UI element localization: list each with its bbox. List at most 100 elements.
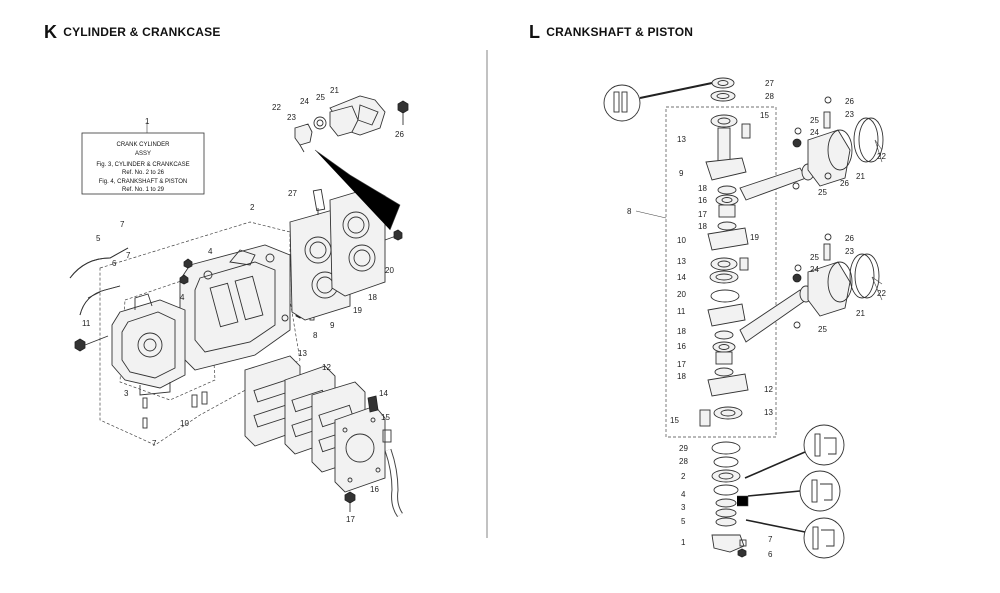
callout-k-23: 23 [287, 113, 296, 122]
callout-l-13a: 13 [677, 135, 686, 144]
callout-l-21b: 21 [856, 309, 865, 318]
callout-k-18: 18 [368, 293, 377, 302]
callout-l-25c: 25 [810, 253, 819, 262]
callout-l-28: 28 [765, 92, 774, 101]
callout-k-4a: 4 [208, 247, 213, 256]
exhaust-covers [244, 355, 403, 518]
callout-k-26: 26 [395, 130, 404, 139]
section-l-callouts: 27 28 13 15 9 18 16 17 18 10 19 13 14 20… [627, 79, 886, 559]
callout-k-11: 11 [82, 319, 91, 328]
callout-l-24a: 24 [810, 128, 819, 137]
label-line-6: Ref. No. 1 to 29 [122, 187, 165, 193]
callout-l-21a: 21 [856, 172, 865, 181]
callout-l-26a: 26 [845, 97, 854, 106]
callout-k-13a: 13 [298, 349, 307, 358]
crank-cover [111, 293, 186, 396]
label-line-2: ASSY [135, 151, 151, 157]
callout-l-26c: 26 [845, 234, 854, 243]
thermostat-assembly [294, 95, 409, 231]
callout-l-29: 29 [679, 444, 688, 453]
lower-bearing-stack [711, 441, 747, 558]
callout-l-16b: 16 [677, 342, 686, 351]
callout-l-19: 19 [750, 233, 759, 242]
breather-hoses [69, 247, 129, 316]
seal-detail-bottom [737, 424, 845, 559]
callout-k-20: 20 [385, 266, 394, 275]
callout-l-2: 2 [681, 472, 686, 481]
callout-l-20: 20 [677, 290, 686, 299]
callout-l-12: 12 [764, 385, 773, 394]
callout-k-17: 17 [346, 515, 355, 524]
crankcase-block [179, 244, 291, 371]
callout-k-9: 9 [330, 321, 335, 330]
callout-k-7b: 7 [126, 251, 131, 260]
callout-l-3: 3 [681, 503, 686, 512]
callout-l-22a: 22 [877, 152, 886, 161]
callout-l-4: 4 [681, 490, 686, 499]
callout-k-8: 8 [313, 331, 318, 340]
callout-k-15: 15 [381, 413, 390, 422]
callout-l-25b: 25 [818, 188, 827, 197]
section-title-cylinder-crankcase: K CYLINDER & CRANKCASE [44, 22, 221, 43]
callout-k-7c: 7 [152, 439, 157, 448]
section-letter-l: L [529, 22, 541, 42]
callout-k-14: 14 [379, 389, 388, 398]
callout-l-8: 8 [627, 207, 632, 216]
callout-l-11: 11 [677, 307, 686, 316]
callout-k-5: 5 [96, 234, 101, 243]
callout-l-22b: 22 [877, 289, 886, 298]
callout-l-18a: 18 [698, 184, 707, 193]
callout-l-17a: 17 [698, 210, 707, 219]
seal-detail-top [603, 82, 713, 122]
cylinder-head [289, 187, 403, 321]
connecting-rod-lower [739, 233, 880, 343]
section-k-drawing: CRANK CYLINDER ASSY Fig. 3, CYLINDER & C… [69, 86, 409, 524]
callout-l-13b: 13 [677, 257, 686, 266]
section-k-callouts: 1 2 3 4 4 5 6 7 7 7 8 9 10 11 12 13 14 1… [82, 86, 404, 524]
section-k-title-text: CYLINDER & CRANKCASE [63, 25, 221, 39]
callout-l-28b: 28 [679, 457, 688, 466]
callout-l-24b: 24 [810, 265, 819, 274]
callout-l-25d: 25 [818, 325, 827, 334]
callout-l-23b: 23 [845, 247, 854, 256]
section-l-drawing: 27 28 13 15 9 18 16 17 18 10 19 13 14 20… [603, 77, 886, 559]
callout-l-17b: 17 [677, 360, 686, 369]
callout-k-1: 1 [145, 117, 150, 126]
callout-k-10: 10 [180, 419, 189, 428]
callout-l-15b: 15 [670, 416, 679, 425]
label-line-1: CRANK CYLINDER [116, 142, 170, 148]
callout-l-23a: 23 [845, 110, 854, 119]
callout-l-18b: 18 [698, 222, 707, 231]
callout-l-18c: 18 [677, 327, 686, 336]
callout-k-25: 25 [316, 93, 325, 102]
callout-k-3: 3 [124, 389, 129, 398]
label-line-4: Ref. No. 2 to 26 [122, 170, 165, 176]
callout-l-10: 10 [677, 236, 686, 245]
callout-l-18d: 18 [677, 372, 686, 381]
callout-k-6: 6 [112, 259, 117, 268]
callout-k-19: 19 [353, 306, 362, 315]
callout-l-27: 27 [765, 79, 774, 88]
callout-k-21: 21 [330, 86, 339, 95]
callout-l-25a: 25 [810, 116, 819, 125]
callout-l-5: 5 [681, 517, 686, 526]
callout-k-22: 22 [272, 103, 281, 112]
callout-k-24: 24 [300, 97, 309, 106]
callout-l-1: 1 [681, 538, 686, 547]
callout-l-14: 14 [677, 273, 686, 282]
section-letter-k: K [44, 22, 58, 42]
callout-l-15a: 15 [760, 111, 769, 120]
callout-k-12: 12 [322, 363, 331, 372]
callout-k-2: 2 [250, 203, 255, 212]
callout-k-4b: 4 [180, 293, 185, 302]
label-line-5: Fig. 4, CRANKSHAFT & PISTON [99, 179, 187, 185]
callout-l-9: 9 [679, 169, 684, 178]
callout-l-16a: 16 [698, 196, 707, 205]
assembly-label-box: CRANK CYLINDER ASSY Fig. 3, CYLINDER & C… [81, 132, 205, 195]
crankshaft [699, 114, 751, 427]
callout-k-16: 16 [370, 485, 379, 494]
callout-k-7a: 7 [120, 220, 125, 229]
